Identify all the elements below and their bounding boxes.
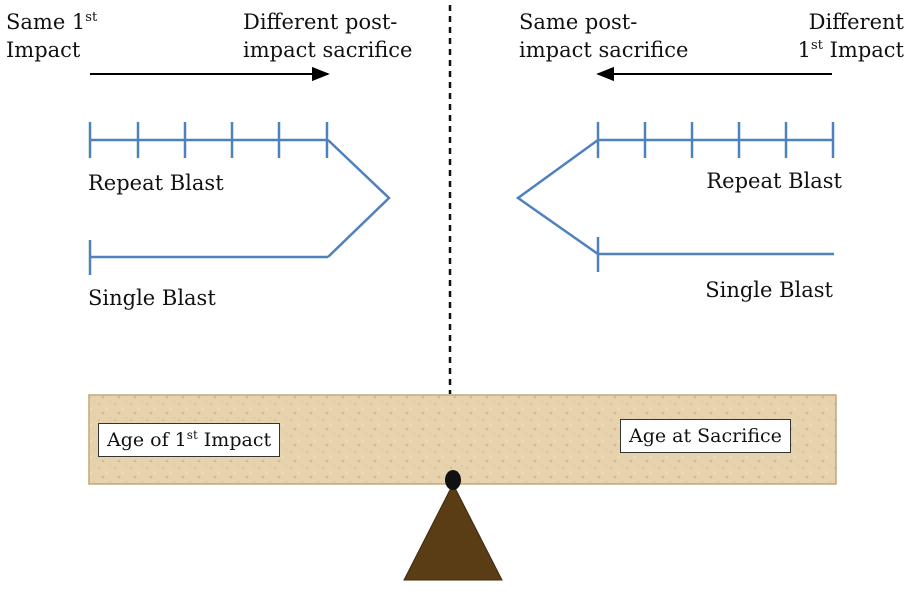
age-of-first-impact-box: Age of 1st Impact [98, 423, 281, 457]
left-single-timeline [88, 240, 328, 275]
left-top-left-label: Same 1st Impact [6, 10, 98, 62]
left-single-blast-label: Single Blast [88, 286, 216, 310]
right-top-right-label: Different 1st Impact [797, 10, 904, 62]
pivot-dot [445, 470, 461, 490]
right-diverge-lines [515, 138, 599, 256]
right-repeat-timeline [596, 122, 835, 158]
age-at-sacrifice-box: Age at Sacrifice [620, 419, 791, 453]
left-repeat-blast-label: Repeat Blast [88, 171, 224, 195]
right-top-left-label: Same post- impact sacrifice [519, 10, 689, 62]
right-single-timeline [596, 237, 834, 272]
left-converge-lines [327, 139, 391, 258]
right-single-blast-label: Single Blast [705, 278, 833, 302]
left-repeat-timeline [88, 122, 329, 158]
left-top-right-label: Different post- impact sacrifice [243, 10, 413, 62]
fulcrum-triangle [403, 482, 503, 581]
right-repeat-blast-label: Repeat Blast [706, 169, 842, 193]
